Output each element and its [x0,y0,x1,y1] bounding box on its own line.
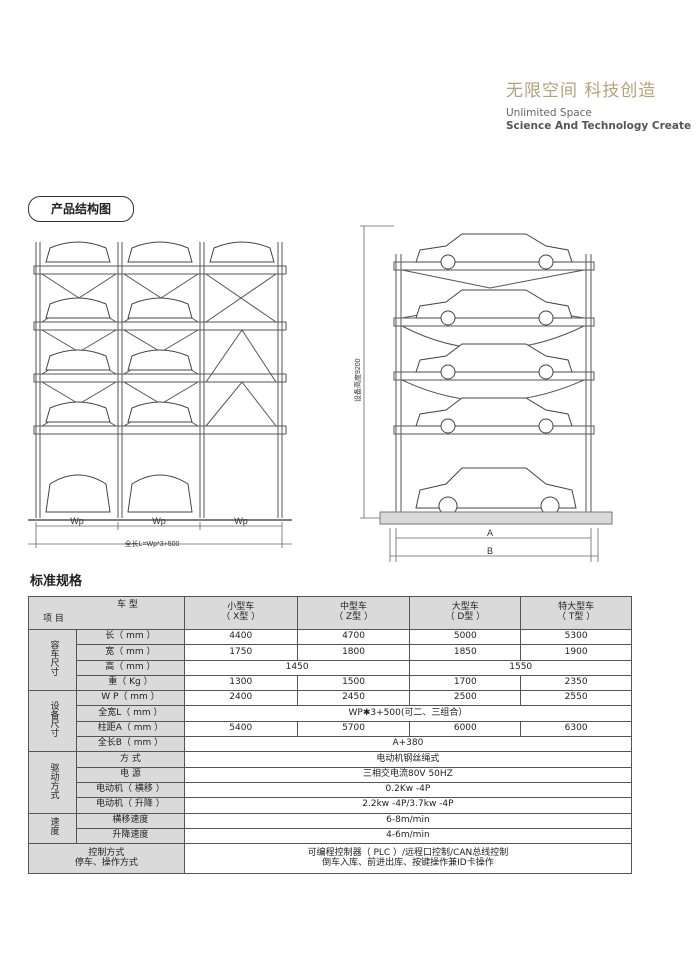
dimension-b-label: B [487,546,493,556]
brand-slogan-en-2: Science And Technology Create [506,120,692,132]
total-length-label: 全长L=Wp*3+500 [125,539,180,548]
wp-label-1: Wp [70,516,84,526]
control-values: 可编程控制器（ PLC ）/远程口控制/CAN总线控制倒车入库、前进出库、按键操… [183,843,633,875]
height-dimension-label: 设备高度9200 [353,358,362,402]
corner-top-label: 车 型 [117,600,138,611]
row-label-width: 宽（ mm ） [75,644,185,661]
table-row: 驱动方式 方 式 电动机钢丝绳式 [28,751,633,814]
table-row: 速度 横移速度 6-8m/min [28,812,633,845]
table-row: 全宽L（ mm ） WP✱3+500(可二、三组合） [29,705,633,722]
type-d-header: 大型车（ D型 ） [409,596,522,630]
type-x-header: 小型车（ X型 ） [183,596,298,630]
group-speed: 速度 [28,812,77,845]
table-row: 电动机（ 横移 ） 0.2Kw -4P [29,781,633,799]
corner-cell: 车 型 项 目 [28,596,185,630]
brand-slogan-cn: 无限空间 科技创造 [506,81,657,101]
spec-table: 车 型 项 目 小型车（ X型 ） 中型车（ Z型 ） 大型车（ D型 ） 特大… [28,596,633,875]
row-label-mode: 方 式 [75,751,185,768]
side-view-drawing: 设备高度9200 A B [353,225,613,562]
table-header-row: 车 型 项 目 小型车（ X型 ） 中型车（ Z型 ） 大型车（ D型 ） 特大… [28,596,632,630]
brand-slogan-en-1: Unlimited Space [506,107,592,119]
table-row: 控制方式停车、操作方式 可编程控制器（ PLC ）/远程口控制/CAN总线控制倒… [28,843,633,875]
row-label-weight: 重（ Kg ） [75,674,185,692]
row-label-traverse: 横移速度 [75,812,185,829]
dimension-a-label: A [487,528,493,538]
row-label-pillar: 柱距A（ mm ） [75,720,185,738]
section-title-structure: 产品结构图 [28,196,134,222]
group-car-size: 容车尺寸 [28,628,77,692]
row-label-length: 长（ mm ） [75,628,185,646]
type-t-header: 特大型车（ T型 ） [520,596,632,630]
brand-block: 无限空间 科技创造 Unlimited Space Science And Te… [506,76,691,132]
row-label-height: 高（ mm ） [75,659,185,676]
group-equipment-size: 设备尺寸 [28,690,77,753]
group-drive: 驱动方式 [28,751,77,814]
section-title-spec: 标准规格 [30,574,83,589]
row-label-lift: 升降速度 [75,827,185,845]
table-row: 电 源 三相交电流80V 50HZ [29,766,633,783]
row-label-power: 电 源 [75,766,185,783]
corner-bottom-label: 项 目 [43,614,64,624]
row-label-motor-lift: 电动机（ 升降 ） [75,797,185,814]
table-row: 电动机（ 升降 ） 2.2kw -4P/3.7kw -4P [29,797,633,814]
row-label-wp: W P（ mm ） [75,690,185,707]
wp-label-3: Wp [234,516,248,526]
front-view-drawing: Wp Wp Wp 全长L=Wp*3+500 [28,241,292,548]
row-label-motor-traverse: 电动机（ 横移 ） [75,781,185,799]
row-label-control: 控制方式停车、操作方式 [28,843,185,875]
type-z-header: 中型车（ Z型 ） [296,596,411,630]
wp-label-2: Wp [152,516,166,526]
row-label-full-length: 全宽L（ mm ） [75,705,185,722]
table-row: 全长B（ mm ） A+380 [29,736,633,753]
table-row: 升降速度 4-6m/min [29,827,633,845]
row-label-full-width: 全长B（ mm ） [75,736,185,753]
